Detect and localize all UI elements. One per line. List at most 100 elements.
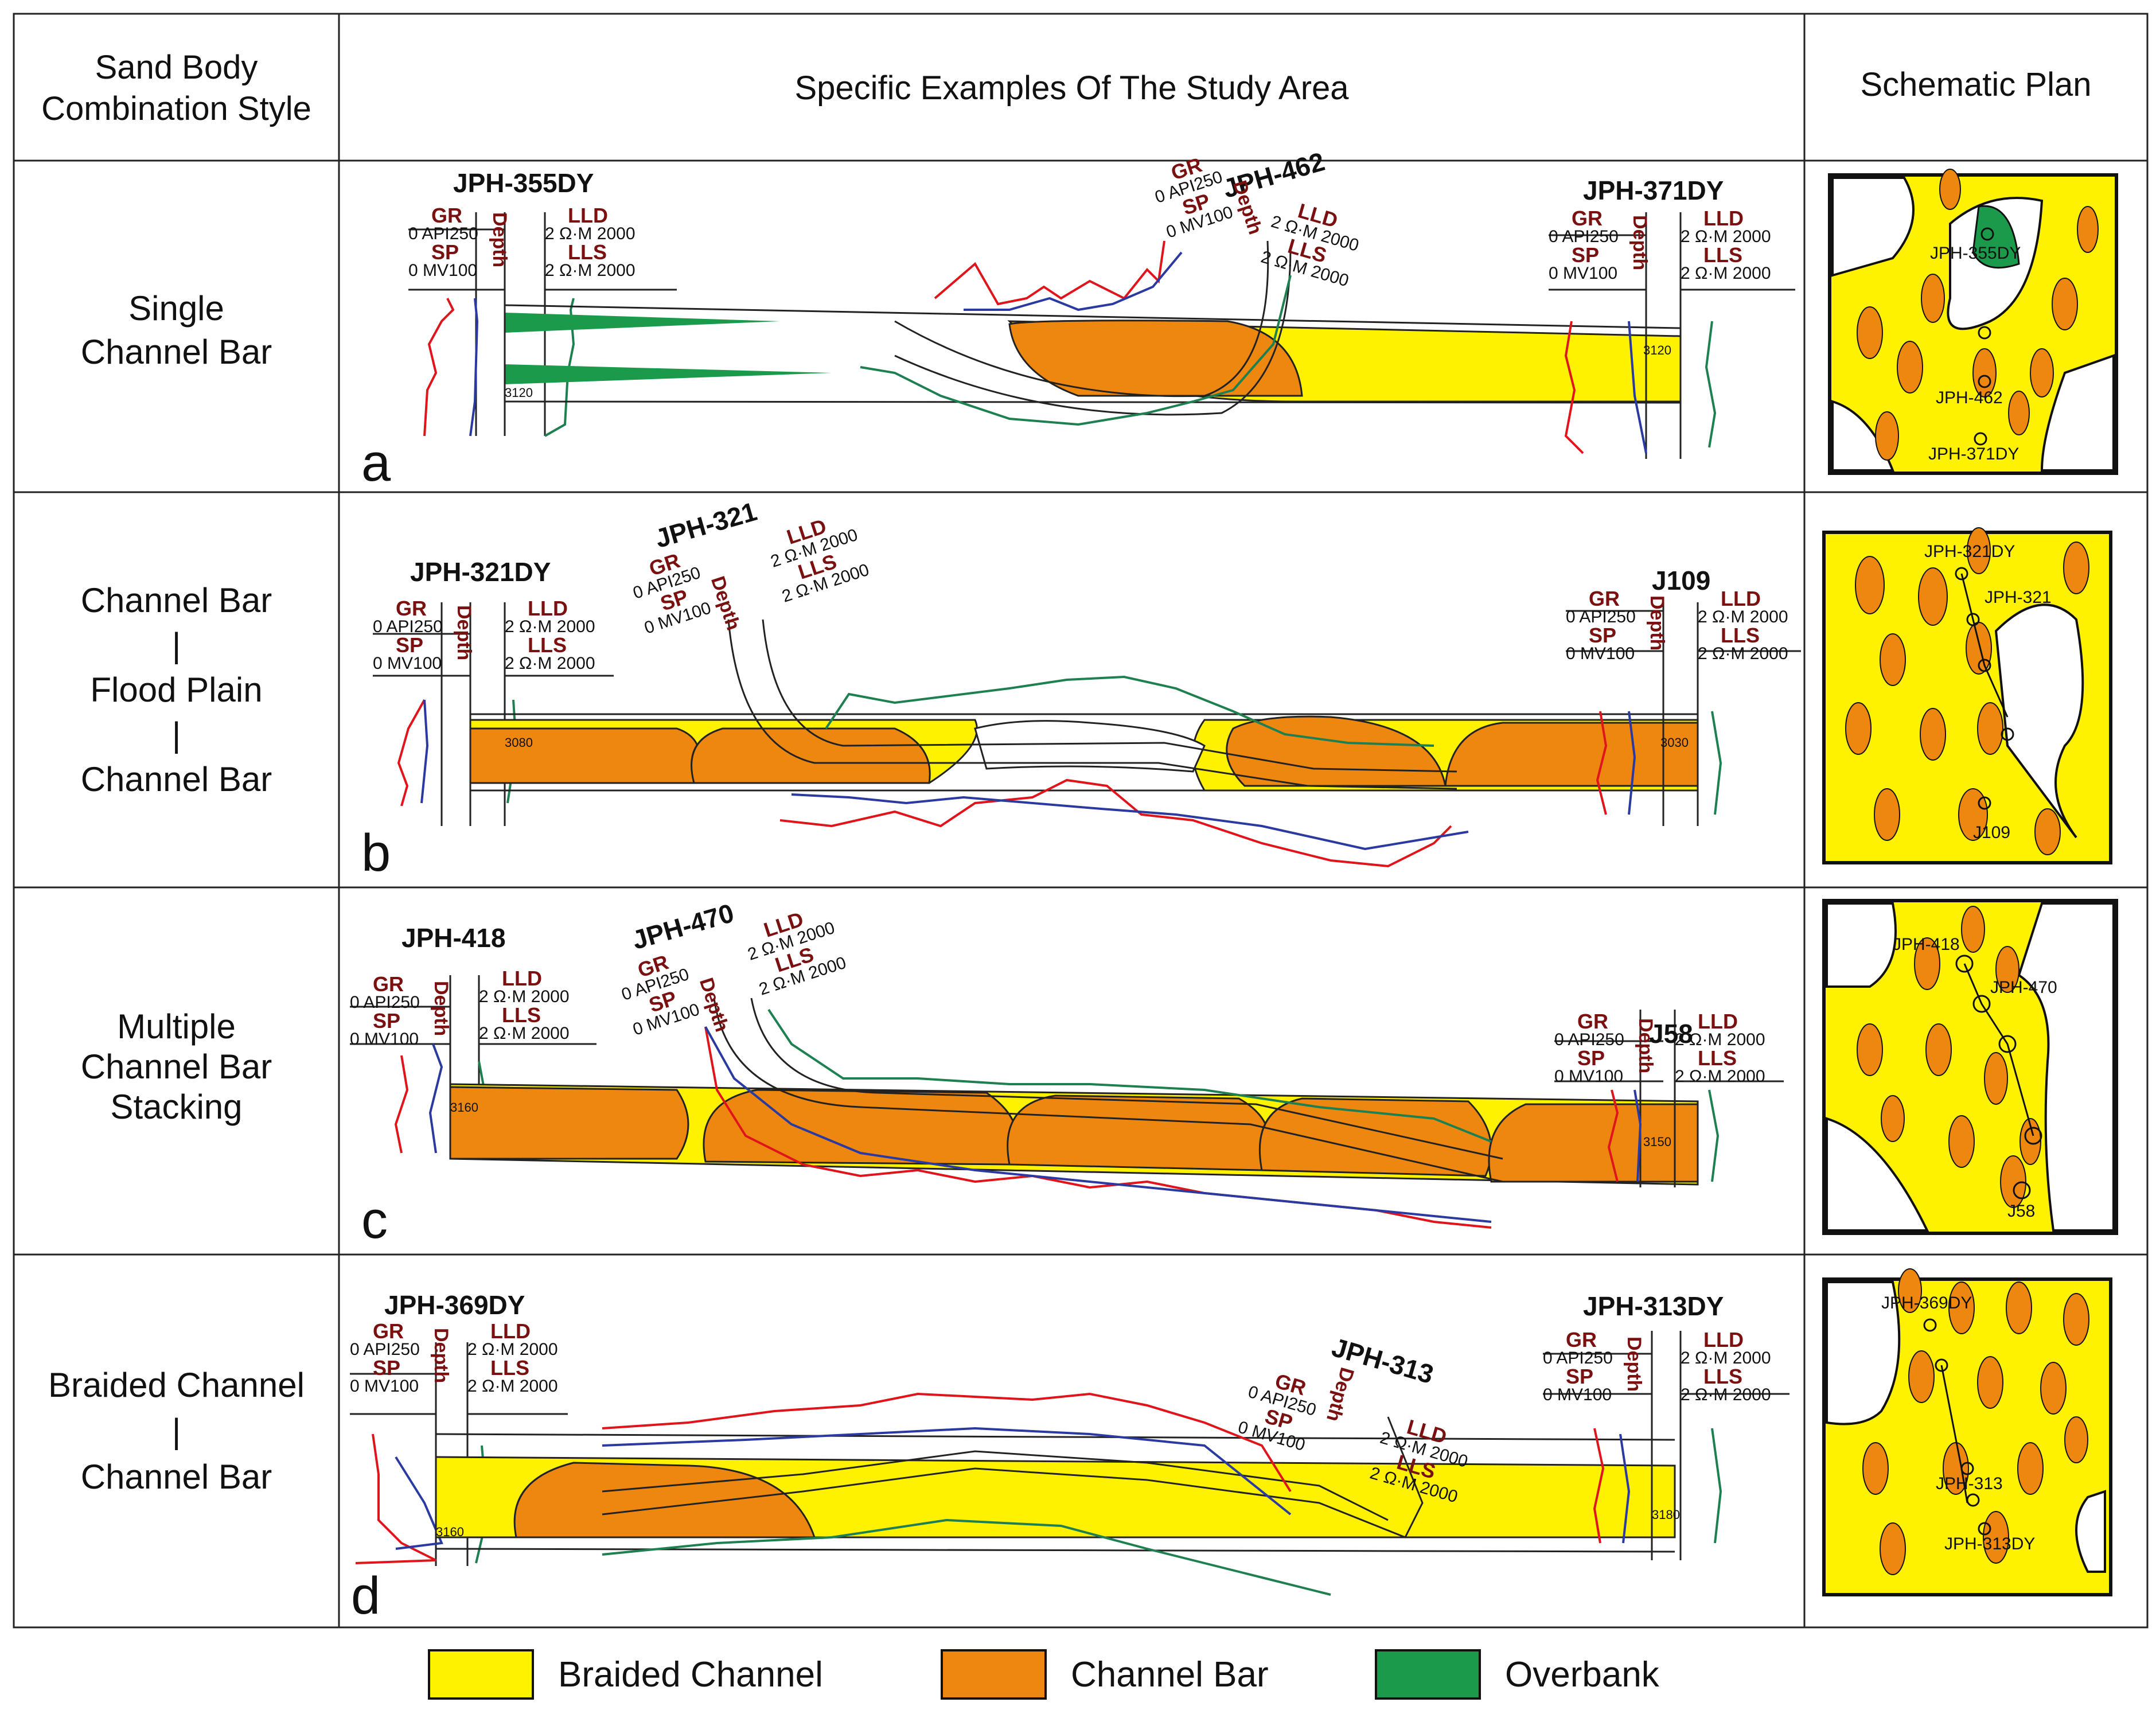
header-plan-col: Schematic Plan <box>1860 66 2092 103</box>
well-name: JPH-371DY <box>1583 176 1724 205</box>
style-label-a: Single Channel Bar <box>14 287 339 374</box>
legend-swatch <box>428 1649 534 1700</box>
style-line: | <box>171 626 181 664</box>
plan-well-label: JPH-355DY <box>1930 244 2021 263</box>
lls-scale: 2 Ω·M 2000 <box>1681 1385 1771 1404</box>
panel-letter-a: a <box>361 434 391 492</box>
lld-label: LLD <box>528 597 568 620</box>
lls-scale: 2 Ω·M 2000 <box>1675 1067 1765 1086</box>
legend-channel-bar: Channel Bar <box>941 1649 1269 1700</box>
well-name: J109 <box>1652 566 1711 595</box>
legend-swatch <box>1375 1649 1481 1700</box>
panel-letter-b: b <box>361 824 391 882</box>
plan-well-label: JPH-321 <box>1985 588 2052 607</box>
well-name: JPH-313DY <box>1583 1291 1724 1321</box>
legend-label: Braided Channel <box>558 1654 823 1694</box>
gr-scale: 0 API250 <box>350 993 420 1012</box>
lld-scale: 2 Ω·M 2000 <box>467 1340 558 1359</box>
well-name: JPH-418 <box>401 923 506 953</box>
gr-label: GR <box>1577 1010 1608 1033</box>
lld-label: LLD <box>1698 1010 1738 1033</box>
panel-d-section <box>350 1331 1789 1596</box>
sp-label: SP <box>373 1009 401 1033</box>
style-line: Stacking <box>110 1088 243 1126</box>
style-line: Single <box>128 289 224 328</box>
gr-scale: 0 API250 <box>1566 607 1636 626</box>
plan-well-label: JPH-321DY <box>1924 542 2015 561</box>
lld-scale: 2 Ω·M 2000 <box>479 987 570 1006</box>
lls-scale: 2 Ω·M 2000 <box>1681 264 1771 283</box>
gr-label: GR <box>396 597 427 620</box>
sp-label: SP <box>1572 243 1600 267</box>
gr-label: GR <box>1572 207 1603 230</box>
lld-label: LLD <box>502 967 542 990</box>
plan-well-label: JPH-313 <box>1936 1474 2003 1493</box>
plan-well-label: JPH-418 <box>1893 935 1960 954</box>
sp-label: SP <box>396 633 424 657</box>
sp-label: SP <box>1577 1046 1605 1070</box>
plan-c <box>1822 899 2118 1235</box>
legend-swatch <box>941 1649 1047 1700</box>
gr-scale: 0 API250 <box>408 224 478 243</box>
plan-b <box>1822 527 2112 864</box>
depth-mark: 3160 <box>436 1525 464 1539</box>
panel-b-section <box>373 602 1801 868</box>
depth-mark: 3080 <box>505 735 533 750</box>
depth-label: Depth <box>489 212 510 268</box>
plan-well-label: JPH-462 <box>1936 388 2003 407</box>
depth-label: Depth <box>430 981 452 1037</box>
depth-mark: 3120 <box>1643 343 1671 357</box>
depth-label: Depth <box>1646 595 1668 651</box>
depth-label: Depth <box>453 605 475 661</box>
sp-scale: 0 MV100 <box>408 261 478 280</box>
panel-letter-d: d <box>351 1567 381 1625</box>
style-label-b: Channel Bar | Flood Plain | Channel Bar <box>14 578 339 802</box>
gr-label: GR <box>1589 587 1620 610</box>
lls-scale: 2 Ω·M 2000 <box>1698 644 1788 663</box>
table-grid <box>13 13 2149 1629</box>
header-examples-col: Specific Examples Of The Study Area <box>794 69 1349 107</box>
sp-label: SP <box>1566 1365 1594 1388</box>
legend-label: Overbank <box>1505 1654 1659 1694</box>
lls-scale: 2 Ω·M 2000 <box>479 1024 570 1043</box>
lls-label: LLS <box>502 1003 541 1027</box>
depth-label: Depth <box>1623 1337 1645 1392</box>
lls-scale: 2 Ω·M 2000 <box>545 261 636 280</box>
sp-scale: 0 MV100 <box>373 654 442 673</box>
lld-scale: 2 Ω·M 2000 <box>1681 1349 1771 1368</box>
sp-scale: 0 MV100 <box>1554 1067 1624 1086</box>
style-label-d: Braided Channel | Channel Bar <box>14 1362 339 1500</box>
lls-label: LLS <box>568 240 607 264</box>
gr-scale: 0 API250 <box>350 1340 420 1359</box>
sp-label: SP <box>1589 624 1617 647</box>
sp-label: SP <box>373 1356 401 1380</box>
panel-letter-c: c <box>361 1191 388 1249</box>
gr-scale: 0 API250 <box>1543 1349 1613 1368</box>
legend-label: Channel Bar <box>1071 1654 1269 1694</box>
plan-d <box>1822 1268 2112 1596</box>
lls-label: LLS <box>1703 1365 1742 1388</box>
lld-label: LLD <box>1721 587 1761 610</box>
depth-mark: 3030 <box>1660 735 1689 750</box>
style-line: Flood Plain <box>90 671 263 709</box>
lld-scale: 2 Ω·M 2000 <box>545 224 636 243</box>
well-name: JPH-369DY <box>384 1290 525 1320</box>
plan-a <box>1828 169 2118 475</box>
plan-well-label: J109 <box>1973 823 2011 842</box>
style-line: Multiple <box>117 1007 236 1046</box>
lls-label: LLS <box>1698 1046 1737 1070</box>
plan-well-label: JPH-369DY <box>1881 1294 1972 1312</box>
plan-well-label: JPH-470 <box>1990 978 2057 997</box>
legend-braided-channel: Braided Channel <box>428 1649 823 1700</box>
